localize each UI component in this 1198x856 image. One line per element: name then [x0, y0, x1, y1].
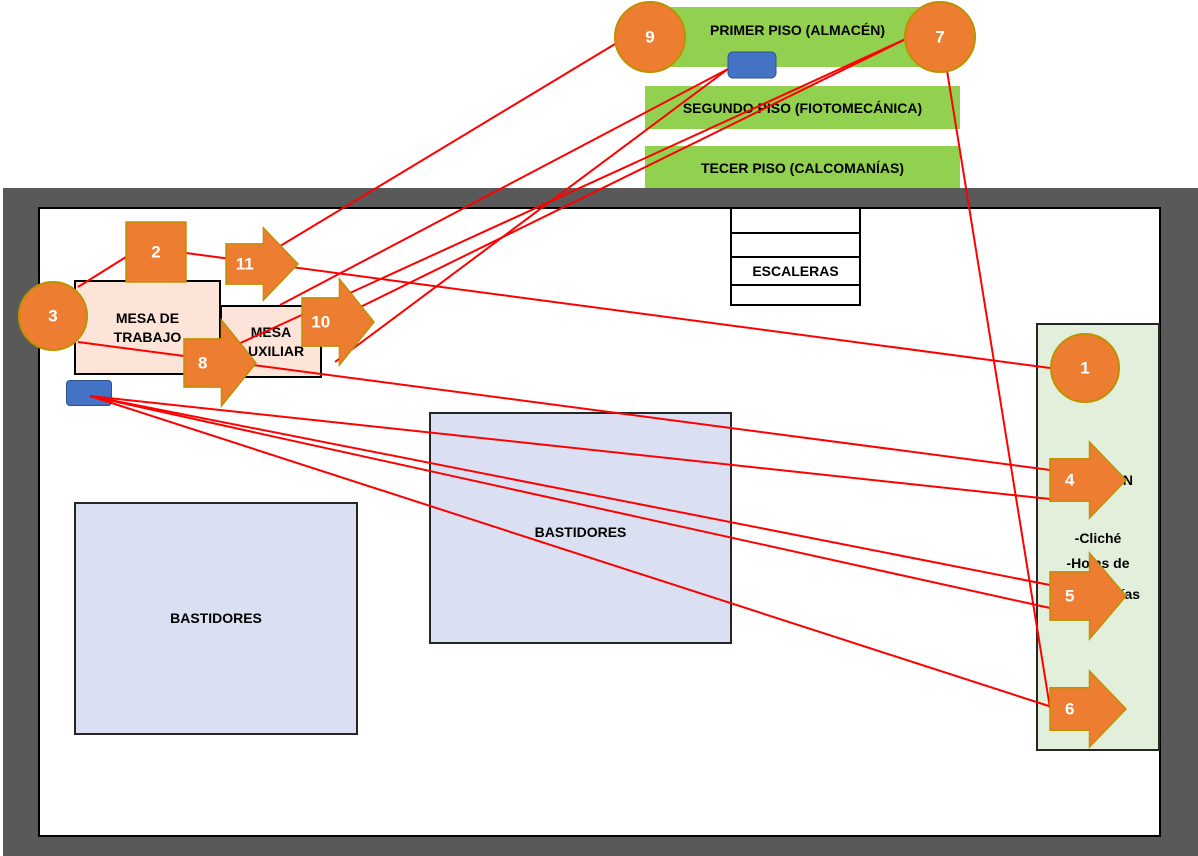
flow-path-line: [89, 395, 1051, 609]
flow-path-line: [185, 252, 1051, 369]
arrow-shape: [1049, 550, 1127, 642]
flow-path-line: [279, 68, 729, 306]
circle-shape: [18, 281, 88, 351]
arrow-shape: [1049, 669, 1128, 749]
flow-path-line: [251, 40, 621, 264]
mesa-trabajo-line2: TRABAJO: [113, 328, 182, 345]
step-marker-square: 2: [125, 221, 187, 283]
almacen-item: -Cliché: [1074, 530, 1122, 546]
stair-step: [730, 284, 861, 306]
step-marker-circle: 1: [1050, 333, 1120, 403]
step-marker-arrow: 6: [1049, 669, 1128, 749]
mesa-de-trabajo: MESA DE TRABAJO: [74, 280, 221, 375]
step-marker-arrow: 11: [225, 226, 300, 302]
floor-bar-tercer: TECER PISO (CALCOMANÍAS): [645, 146, 960, 189]
flow-path-line: [337, 36, 911, 319]
step-marker-circle: 3: [18, 281, 88, 351]
floor-label-tercer: TECER PISO (CALCOMANÍAS): [701, 159, 904, 176]
bastidores-center: BASTIDORES: [429, 412, 732, 644]
flow-path-line: [89, 395, 1056, 709]
arrow-shape: [301, 276, 375, 368]
mesa-trabajo-line1: MESA DE: [115, 309, 180, 326]
floor-label-segundo: SEGUNDO PISO (FIOTOMECÁNICA): [682, 99, 923, 116]
stairs-label: ESCALERAS: [752, 263, 839, 279]
step-number: 8: [198, 354, 207, 373]
step-number: 6: [1065, 700, 1074, 719]
flow-path-line: [943, 51, 1051, 709]
step-markers: 1 3 7 9 2 4 5 6 8 10 11: [18, 1, 1128, 749]
step-marker-arrow: 4: [1049, 440, 1128, 520]
bastidores-left: BASTIDORES: [74, 502, 358, 735]
circle-shape: [614, 1, 686, 73]
step-number: 9: [645, 28, 654, 47]
flow-path-line: [89, 395, 1051, 586]
step-number: 5: [1065, 587, 1074, 606]
equipment-block-upper: [727, 51, 777, 79]
mesa-auxiliar-line2: AUXILIAR: [237, 342, 305, 359]
step-number: 3: [48, 307, 57, 326]
step-number: 7: [935, 28, 944, 47]
step-marker-circle: 9: [614, 1, 686, 73]
arrow-shape: [1049, 440, 1128, 520]
square-shape: [125, 221, 187, 283]
flow-path-line: [89, 395, 1051, 500]
floor-bar-segundo: SEGUNDO PISO (FIOTOMECÁNICA): [645, 86, 960, 129]
circle-shape: [904, 1, 976, 73]
flow-path-line: [334, 68, 729, 363]
stair-step: [730, 232, 861, 256]
bastidores-left-label: BASTIDORES: [170, 610, 262, 627]
step-marker-arrow: 8: [183, 317, 257, 409]
stairs: ESCALERAS: [730, 207, 861, 306]
stair-step: ESCALERAS: [730, 256, 861, 284]
step-number: 10: [311, 313, 330, 332]
flow-path-line: [77, 256, 127, 288]
step-marker-circle: 7: [904, 1, 976, 73]
step-number: 11: [236, 255, 254, 274]
stair-step: [730, 207, 861, 232]
step-number: 2: [151, 243, 160, 262]
mesa-auxiliar-line1: MESA: [250, 323, 292, 340]
step-marker-arrow: 5: [1049, 550, 1127, 642]
step-number: 4: [1065, 471, 1075, 490]
step-marker-arrow: 10: [301, 276, 375, 368]
arrow-shape: [183, 317, 257, 409]
step-number: 1: [1080, 359, 1089, 378]
floor-label-primer: PRIMER PISO (ALMACÉN): [710, 22, 885, 38]
bastidores-center-label: BASTIDORES: [534, 524, 627, 540]
circle-shape: [1050, 333, 1120, 403]
arrow-shape: [225, 226, 300, 302]
